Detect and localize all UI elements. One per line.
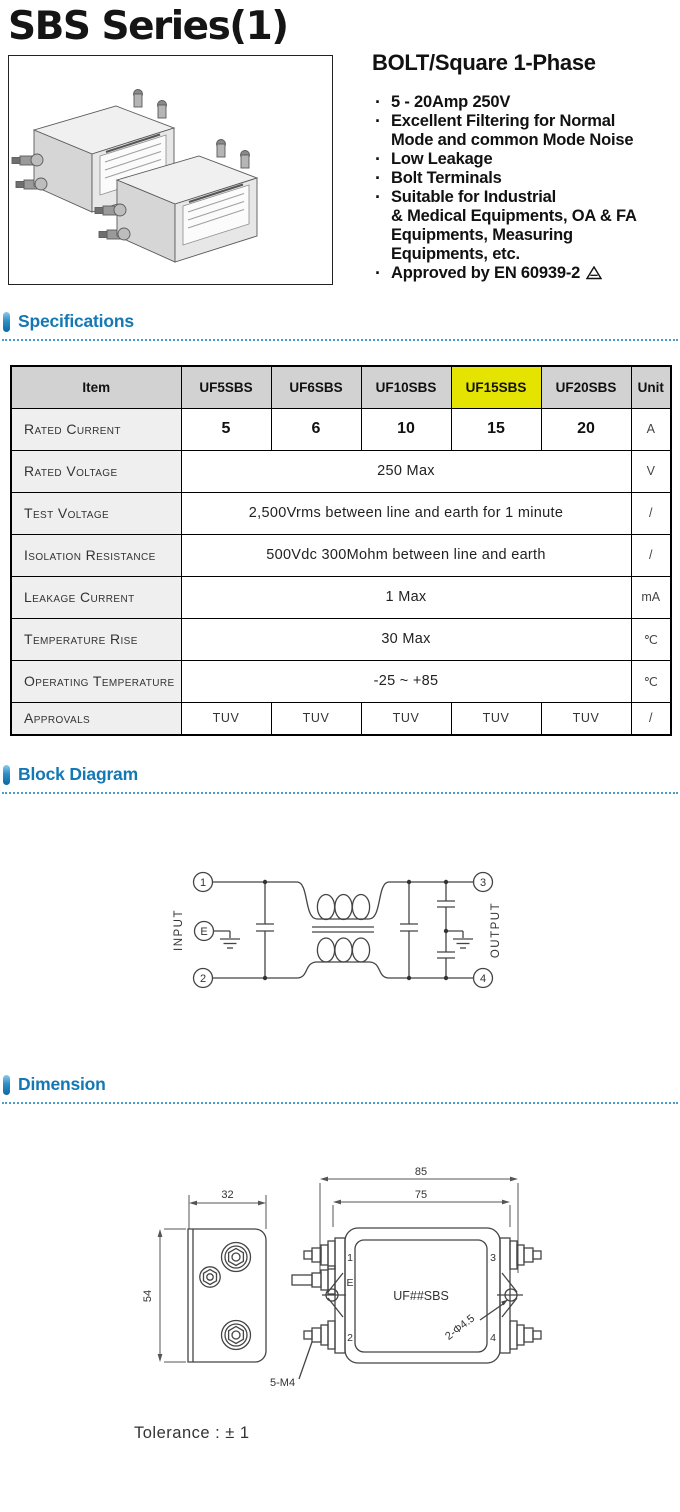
- cell-value: 15: [450, 407, 542, 451]
- cell-value: 6: [270, 407, 362, 451]
- dotted-divider: [2, 1102, 678, 1104]
- section-bar-icon: [3, 311, 10, 332]
- spec-table-header-row: Item UF5SBS UF6SBS UF10SBS UF15SBS UF20S…: [10, 365, 672, 409]
- row-label: Approvals: [10, 701, 182, 736]
- product-photo-illustration: [11, 89, 259, 263]
- cell-value: 1 Max: [180, 575, 632, 619]
- row-label: Rated Current: [10, 407, 182, 451]
- column-header-model: UF10SBS: [360, 365, 452, 409]
- cell-value: 5: [180, 407, 272, 451]
- input-label: INPUT: [173, 909, 185, 951]
- feature-item: Bolt Terminals: [372, 169, 674, 188]
- section-bar-icon: [3, 764, 10, 785]
- terminal-e-label: E: [200, 926, 207, 938]
- cell-unit: /: [630, 533, 672, 577]
- row-label: Isolation Resistance: [10, 533, 182, 577]
- output-label: OUTPUT: [490, 902, 502, 958]
- terminal-3-label: 3: [480, 877, 486, 889]
- cell-unit: /: [630, 701, 672, 736]
- column-header-model: UF20SBS: [540, 365, 632, 409]
- section-title: Specifications: [18, 311, 134, 331]
- table-row: Leakage Current 1 Max mA: [10, 575, 672, 619]
- feature-item: Excellent Filtering for Normal Mode and …: [372, 112, 674, 150]
- feature-panel: BOLT/Square 1-Phase 5 - 20Amp 250V Excel…: [372, 50, 674, 283]
- cell-value: -25 ~ +85: [180, 659, 632, 703]
- cell-unit: ℃: [630, 659, 672, 703]
- dim-85-label: 85: [415, 1166, 427, 1178]
- cell-value: 500Vdc 300Mohm between line and earth: [180, 533, 632, 577]
- cell-value: 250 Max: [180, 449, 632, 493]
- terminal-e-label: E: [346, 1277, 353, 1289]
- feature-item: 5 - 20Amp 250V: [372, 93, 674, 112]
- terminal-4-label: 4: [480, 973, 486, 985]
- table-row: Isolation Resistance 500Vdc 300Mohm betw…: [10, 533, 672, 577]
- cell-value: TUV: [360, 701, 452, 736]
- row-label: Rated Voltage: [10, 449, 182, 493]
- cell-value: 2,500Vrms between line and earth for 1 m…: [180, 491, 632, 535]
- section-header-specifications: Specifications: [3, 311, 134, 332]
- cell-value: 20: [540, 407, 632, 451]
- terminal-2-label: 2: [200, 973, 206, 985]
- cell-value: TUV: [270, 701, 362, 736]
- column-header-model: UF6SBS: [270, 365, 362, 409]
- section-header-block-diagram: Block Diagram: [3, 764, 138, 785]
- cell-value: TUV: [540, 701, 632, 736]
- row-label: Temperature Rise: [10, 617, 182, 661]
- section-header-dimension: Dimension: [3, 1074, 106, 1095]
- terminal-1-label: 1: [200, 877, 206, 889]
- section-title: Dimension: [18, 1074, 106, 1094]
- cell-unit: mA: [630, 575, 672, 619]
- row-label: Test Voltage: [10, 491, 182, 535]
- cell-value: TUV: [450, 701, 542, 736]
- column-header-model: UF5SBS: [180, 365, 272, 409]
- row-label: Leakage Current: [10, 575, 182, 619]
- terminal-3-label: 3: [490, 1252, 496, 1264]
- table-row: Operating Temperature -25 ~ +85 ℃: [10, 659, 672, 703]
- table-row: Rated Current 5 6 10 15 20 A: [10, 407, 672, 451]
- model-placeholder-label: UF##SBS: [393, 1289, 449, 1303]
- table-row: Approvals TUV TUV TUV TUV TUV /: [10, 701, 672, 736]
- dim-54-label: 54: [142, 1290, 154, 1302]
- section-title: Block Diagram: [18, 764, 138, 784]
- terminal-thread-note: 5-M4: [270, 1377, 295, 1389]
- terminal-1-label: 1: [347, 1252, 353, 1264]
- dimension-drawing: 32 54 85 75 1 E 2 3 4 UF##SBS 2-Φ4.5 5-M…: [142, 1166, 542, 1389]
- feature-item: Low Leakage: [372, 150, 674, 169]
- cell-unit: ℃: [630, 617, 672, 661]
- terminal-2-label: 2: [347, 1332, 353, 1344]
- product-type-heading: BOLT/Square 1-Phase: [372, 50, 596, 75]
- spec-table: Item UF5SBS UF6SBS UF10SBS UF15SBS UF20S…: [10, 365, 672, 736]
- hole-diameter-note: 2-Φ4.5: [443, 1312, 477, 1342]
- cell-unit: /: [630, 491, 672, 535]
- table-row: Test Voltage 2,500Vrms between line and …: [10, 491, 672, 535]
- feature-item: Suitable for Industrial & Medical Equipm…: [372, 188, 674, 264]
- row-label: Operating Temperature: [10, 659, 182, 703]
- feature-item: Approved by EN 60939-2: [372, 264, 674, 283]
- dotted-divider: [2, 339, 678, 341]
- table-row: Rated Voltage 250 Max V: [10, 449, 672, 493]
- column-header-unit: Unit: [630, 365, 672, 409]
- product-photo: [8, 55, 333, 285]
- cell-value: 10: [360, 407, 452, 451]
- cell-value: 30 Max: [180, 617, 632, 661]
- table-row: Temperature Rise 30 Max ℃: [10, 617, 672, 661]
- column-header-item: Item: [10, 365, 182, 409]
- en-certification-triangle-icon: [586, 266, 603, 280]
- cell-unit: A: [630, 407, 672, 451]
- cell-unit: V: [630, 449, 672, 493]
- dim-75-label: 75: [415, 1189, 427, 1201]
- dim-32-label: 32: [221, 1189, 233, 1201]
- dotted-divider: [2, 792, 678, 794]
- column-header-model-highlighted: UF15SBS: [450, 365, 542, 409]
- feature-list: 5 - 20Amp 250V Excellent Filtering for N…: [372, 93, 674, 283]
- page-title: SBS Series(1): [8, 4, 289, 49]
- section-bar-icon: [3, 1074, 10, 1095]
- terminal-4-label: 4: [490, 1332, 496, 1344]
- cell-value: TUV: [180, 701, 272, 736]
- block-diagram-circuit: 1 E 2 3 4 INPUT OUTPUT: [173, 871, 502, 989]
- tolerance-note: Tolerance : ± 1: [134, 1424, 250, 1442]
